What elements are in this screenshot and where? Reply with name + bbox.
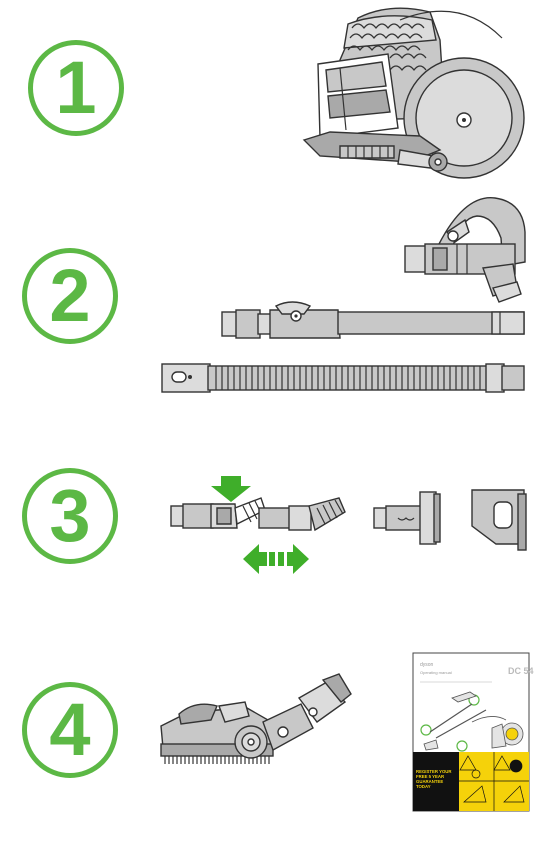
stair-tool-illustration <box>372 488 444 548</box>
manual-brand: dyson <box>420 662 434 668</box>
step-4-number: 4 <box>49 688 91 771</box>
combination-tool-illustration <box>165 468 355 580</box>
flexible-hose-illustration <box>160 360 528 396</box>
step-4-badge: 4 <box>22 682 118 778</box>
manual-title: Operating manual <box>420 670 452 675</box>
step-2-number: 2 <box>49 254 91 337</box>
arrow-left-right-icon <box>243 544 309 574</box>
step-1-number: 1 <box>55 46 97 129</box>
manual-promo-text: REGISTER YOUR FREE 5 YEAR GUARANTEE TODA… <box>416 769 452 789</box>
step-3-badge: 3 <box>22 468 118 564</box>
soft-dusting-tool-illustration <box>468 486 532 556</box>
vacuum-body-illustration <box>290 0 530 180</box>
extension-wand-illustration <box>218 300 530 346</box>
step-3-number: 3 <box>49 474 91 557</box>
turbine-floor-tool-illustration <box>155 672 355 772</box>
arrow-down-icon <box>211 476 251 502</box>
wand-handle-illustration <box>395 192 535 304</box>
step-2-badge: 2 <box>22 248 118 344</box>
step-1-badge: 1 <box>28 40 124 136</box>
operating-manual-illustration: dyson Operating manual DC 54 REGISTER YO… <box>412 652 534 812</box>
manual-model: DC 54 <box>508 666 534 676</box>
